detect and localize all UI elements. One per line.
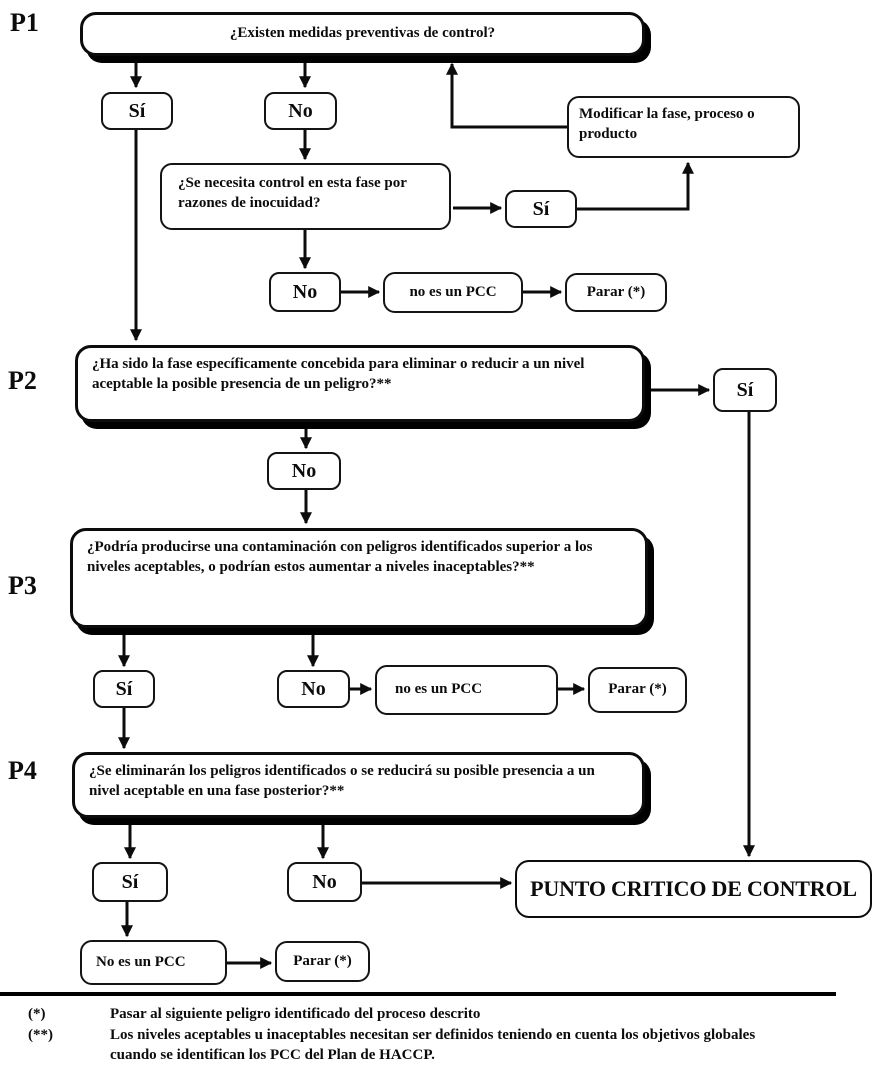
label-p4: P4 [8, 756, 37, 785]
yes-box-p3: Sí [93, 670, 155, 708]
stop-box-3: Parar (*) [275, 941, 370, 982]
footnote-text: Los niveles aceptables u inaceptables ne… [110, 1027, 756, 1064]
question-box-p1: ¿Existen medidas preventivas de control? [80, 12, 645, 56]
no-box-control-needed: No [269, 272, 341, 312]
not-a-pcc-box-1: no es un PCC [383, 272, 523, 313]
modify-step-box: Modificar la fase, proceso o producto [567, 96, 800, 158]
arrow-si2-to-modify [577, 161, 694, 211]
question-box-p3: ¿Podría producirse una contaminación con… [70, 528, 648, 628]
arrow-modify-to-q1 [446, 62, 567, 129]
label-p1: P1 [10, 8, 39, 37]
footnote-symbol: (**) [28, 1027, 53, 1043]
yes-box-p2: Sí [713, 368, 777, 412]
question-box-p4: ¿Se eliminarán los peligros identificado… [72, 752, 645, 818]
question-box-control-needed: ¿Se necesita control en esta fase por ra… [160, 163, 451, 230]
label-p3: P3 [8, 571, 37, 600]
footnote-double-asterisk: (**) Los niveles aceptables u inaceptabl… [28, 1025, 788, 1066]
footnote-text: Pasar al siguiente peligro identificado … [110, 1006, 481, 1022]
not-a-pcc-box-3: No es un PCC [80, 940, 227, 985]
yes-box-p4: Sí [92, 862, 168, 902]
no-box-p3: No [277, 670, 350, 708]
yes-box-p1: Sí [101, 92, 173, 130]
question-box-p2: ¿Ha sido la fase específicamente concebi… [75, 345, 645, 422]
footnote-single-asterisk: (*) Pasar al siguiente peligro identific… [28, 1004, 788, 1024]
no-box-p2: No [267, 452, 341, 490]
no-box-p4: No [287, 862, 362, 902]
no-box-p1: No [264, 92, 337, 130]
label-p2: P2 [8, 366, 37, 395]
footnote-symbol: (*) [28, 1006, 46, 1022]
not-a-pcc-box-2: no es un PCC [375, 665, 558, 715]
stop-box-2: Parar (*) [588, 667, 687, 713]
yes-box-control-needed: Sí [505, 190, 577, 228]
critical-control-point-box: PUNTO CRITICO DE CONTROL [515, 860, 872, 918]
stop-box-1: Parar (*) [565, 273, 667, 312]
footnote-divider [0, 992, 836, 996]
